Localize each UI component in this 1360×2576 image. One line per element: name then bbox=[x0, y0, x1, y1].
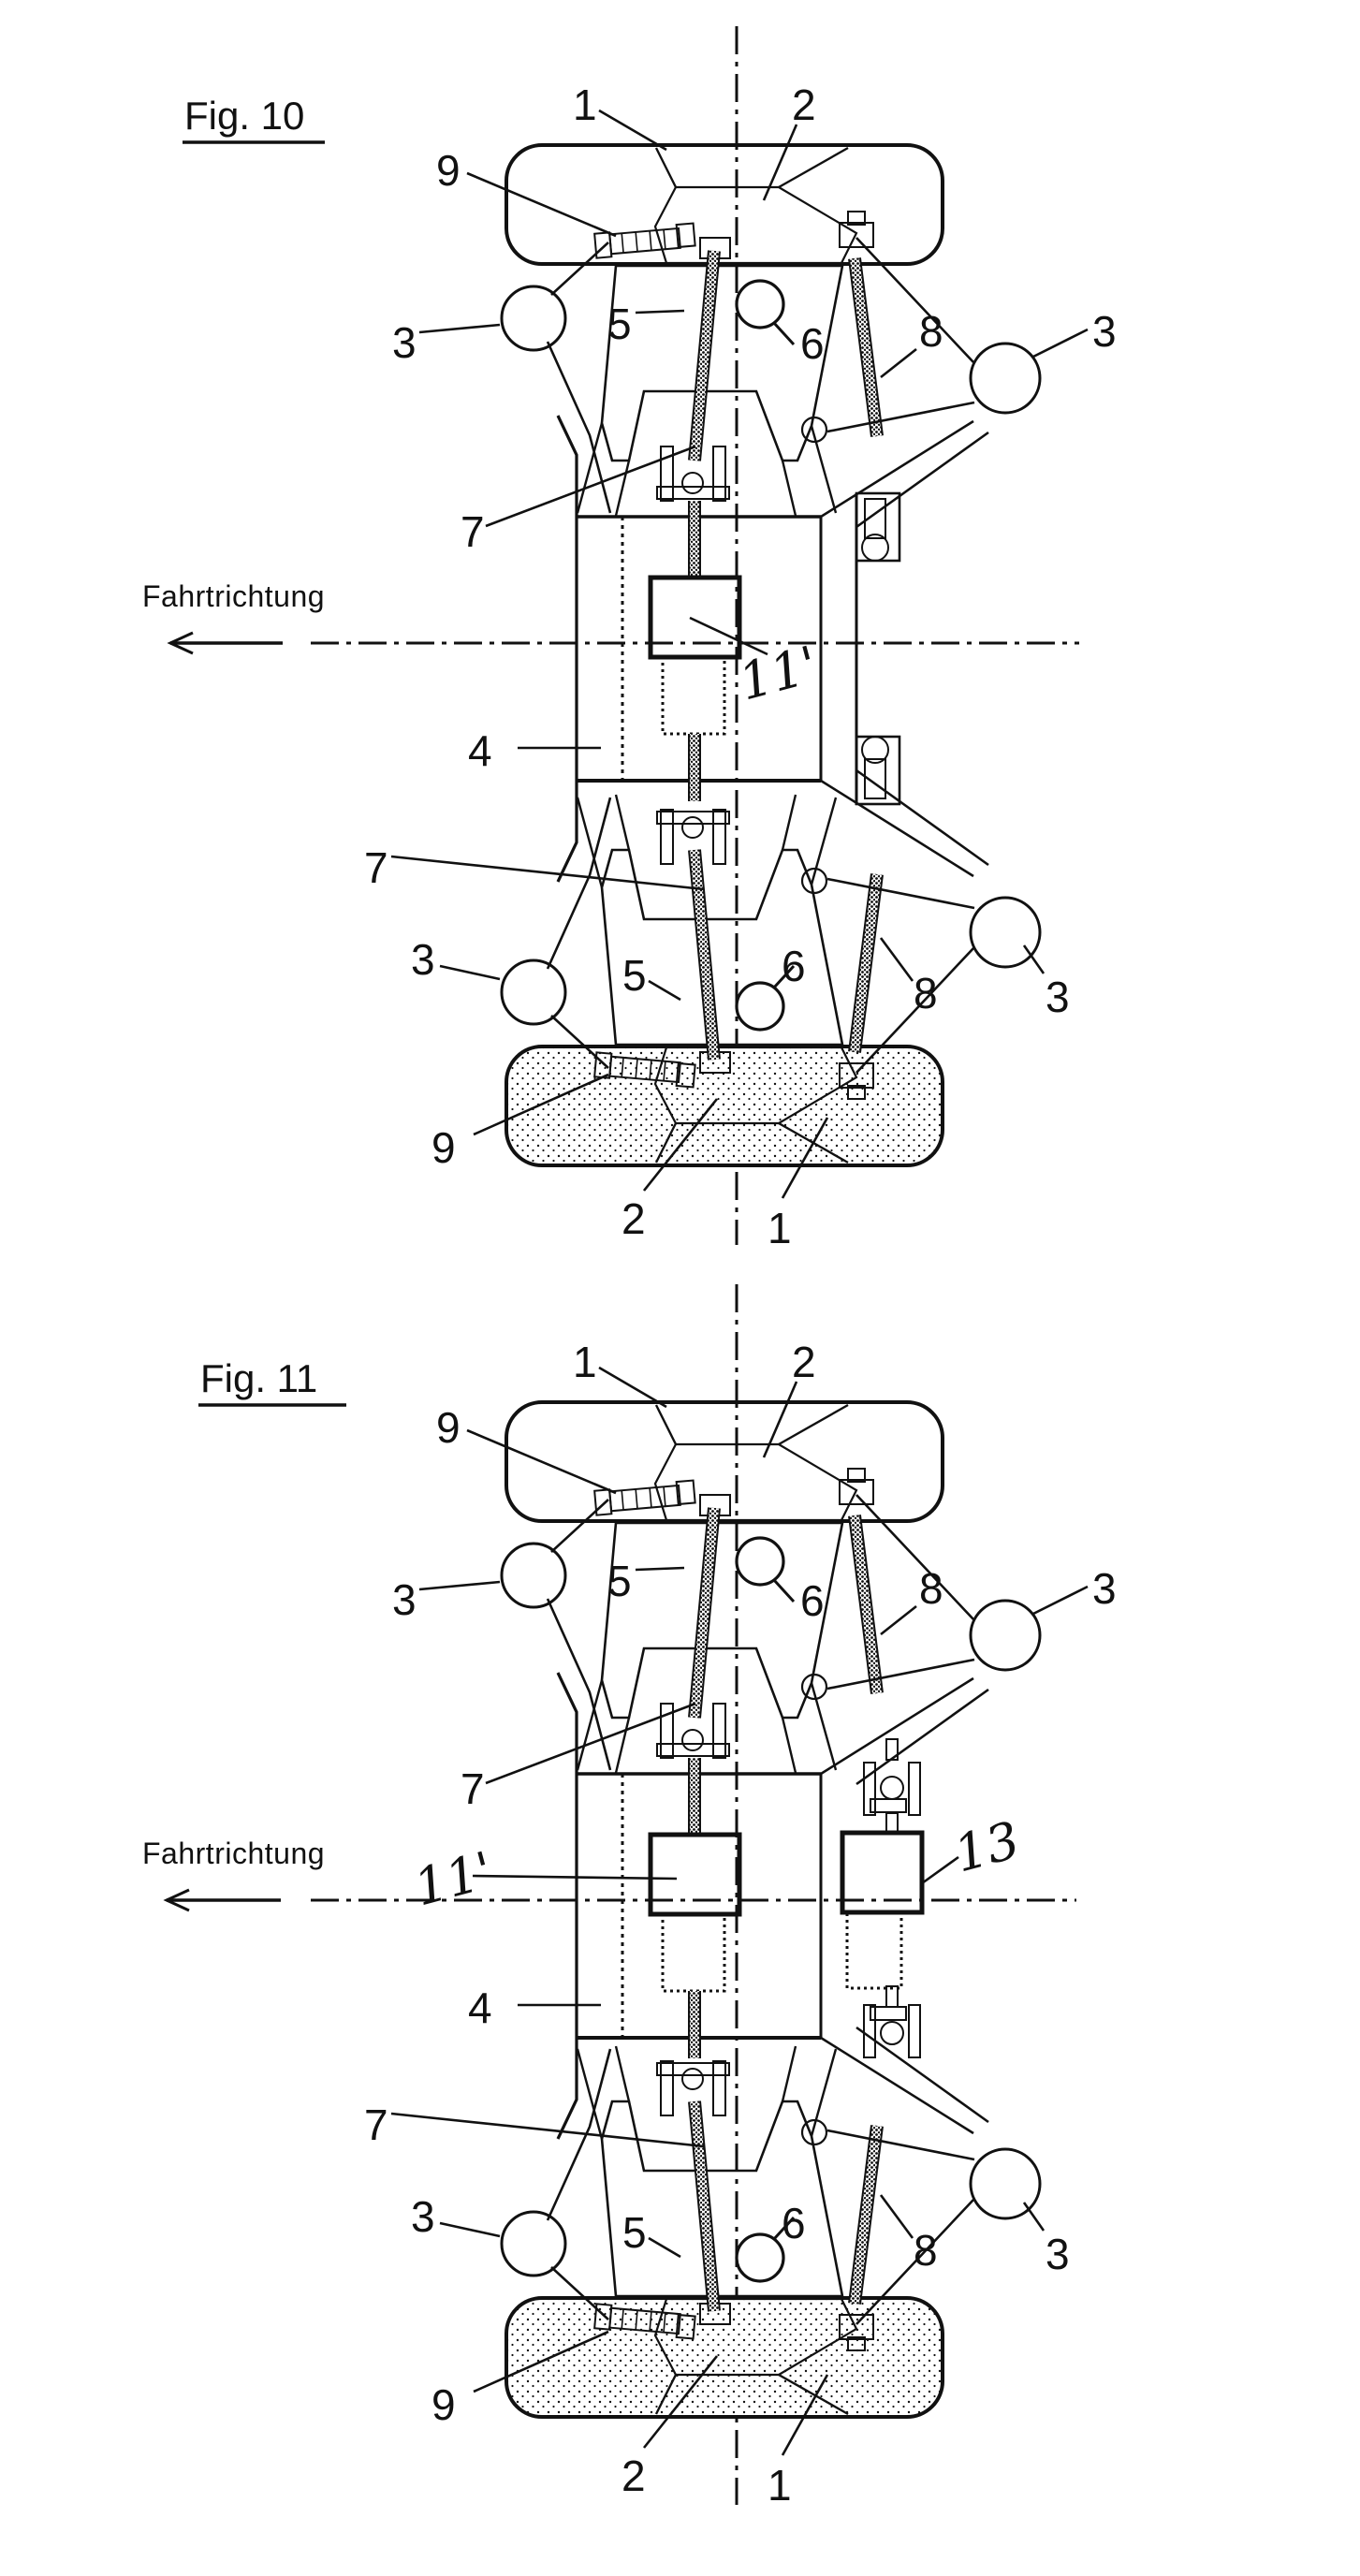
ref-7-lower: 7 bbox=[364, 2100, 388, 2149]
ref-6-top: 6 bbox=[800, 319, 825, 368]
ref-6-bottom: 6 bbox=[782, 942, 806, 990]
ref-8-bottom: 8 bbox=[914, 969, 938, 1017]
ref-8-top: 8 bbox=[919, 307, 943, 356]
figure-10: Fig. 10 Fahrtrichtung 1 2 9 3 5 6 8 3 7 bbox=[142, 26, 1117, 1252]
ref-5-bottom: 5 bbox=[622, 951, 647, 1000]
ref-7-lower: 7 bbox=[364, 843, 388, 892]
ref-13: 13 bbox=[948, 1810, 1026, 1884]
ref-1-top: 1 bbox=[573, 80, 597, 129]
fig11-title: Fig. 11 bbox=[200, 1356, 317, 1400]
ref-1-bottom: 1 bbox=[768, 2461, 792, 2510]
ref-3-bottom-right: 3 bbox=[1046, 2230, 1070, 2278]
ref-11prime: 11' bbox=[733, 635, 824, 711]
ref-6-top: 6 bbox=[800, 1576, 825, 1625]
ref-5-bottom: 5 bbox=[622, 2208, 647, 2257]
ref-3-top-left: 3 bbox=[392, 1575, 417, 1624]
ref-9-bottom: 9 bbox=[431, 1123, 456, 1172]
ref-2-bottom: 2 bbox=[622, 1194, 646, 1243]
front-axle-assembly bbox=[502, 145, 1040, 516]
ref-3-bottom-right: 3 bbox=[1046, 973, 1070, 1021]
ref-5-top: 5 bbox=[607, 1557, 632, 1605]
front-axle-assembly bbox=[502, 1402, 1040, 1773]
ref-8-top: 8 bbox=[919, 1564, 943, 1613]
ref-1-bottom: 1 bbox=[768, 1204, 792, 1252]
ref-7-upper: 7 bbox=[461, 1764, 485, 1813]
ref-2-top: 2 bbox=[792, 1338, 816, 1386]
ref-5-top: 5 bbox=[607, 300, 632, 348]
ref-11prime: 11' bbox=[408, 1840, 499, 1917]
ref-2-bottom: 2 bbox=[622, 2452, 646, 2500]
ref-9-top: 9 bbox=[436, 1403, 461, 1452]
ref-3-top-right: 3 bbox=[1092, 1564, 1117, 1613]
rear-tire-shading bbox=[506, 2298, 943, 2417]
fig10-title: Fig. 10 bbox=[184, 94, 304, 138]
ref-4: 4 bbox=[468, 1983, 492, 2032]
ref-3-bottom-left: 3 bbox=[411, 935, 435, 984]
rear-tire-shading bbox=[506, 1046, 943, 1165]
fig10-brackets bbox=[855, 491, 901, 807]
ref-9-top: 9 bbox=[436, 146, 461, 195]
figure-11: Fig. 11 Fahrtrichtung 1 bbox=[142, 1284, 1117, 2510]
ref-4: 4 bbox=[468, 726, 492, 775]
ref-8-bottom: 8 bbox=[914, 2226, 938, 2275]
direction-arrowhead bbox=[167, 631, 194, 655]
ref-3-top-right: 3 bbox=[1092, 307, 1117, 356]
ref-3-top-left: 3 bbox=[392, 318, 417, 367]
ref-9-bottom: 9 bbox=[431, 2380, 456, 2429]
fig10-direction-label: Fahrtrichtung bbox=[142, 579, 325, 613]
ref-3-bottom-left: 3 bbox=[411, 2192, 435, 2241]
ref-7-upper: 7 bbox=[461, 507, 485, 556]
ref-1-top: 1 bbox=[573, 1338, 597, 1386]
direction-arrowhead bbox=[163, 1888, 190, 1912]
rear-steer-actuator-13 bbox=[840, 1738, 925, 2058]
fig11-direction-label: Fahrtrichtung bbox=[142, 1837, 325, 1870]
ref-6-bottom: 6 bbox=[782, 2199, 806, 2247]
ref-2-top: 2 bbox=[792, 80, 816, 129]
